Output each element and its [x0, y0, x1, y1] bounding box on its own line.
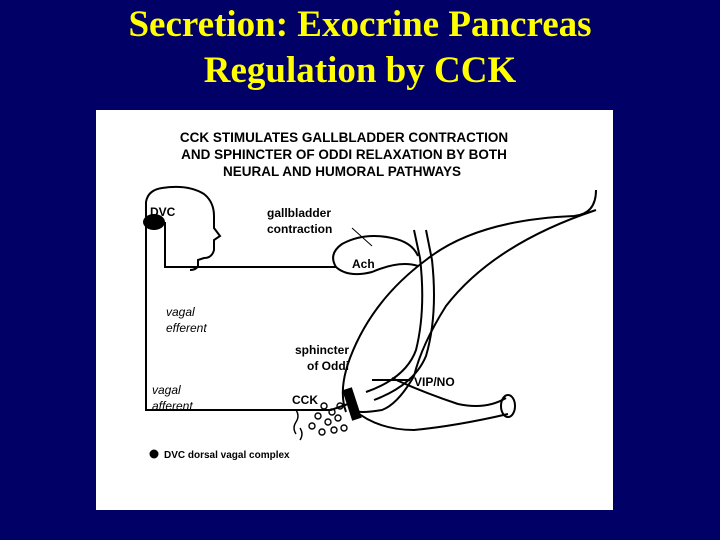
legend-text: DVC dorsal vagal complex — [164, 450, 290, 461]
vagal-efferent-label-2: efferent — [166, 321, 207, 335]
figure-header-line3: NEURAL AND HUMORAL PATHWAYS — [223, 164, 461, 179]
cck-squiggle — [294, 410, 302, 440]
figure-header-line1: CCK STIMULATES GALLBLADDER CONTRACTION — [180, 130, 508, 145]
diagram-svg: CCK STIMULATES GALLBLADDER CONTRACTION A… — [96, 110, 613, 510]
gallbladder-label-2: contraction — [267, 222, 332, 236]
figure-header-line2: AND SPHINCTER OF ODDI RELAXATION BY BOTH — [181, 147, 507, 162]
dvc-label: DVC — [150, 205, 176, 219]
cck-label: CCK — [292, 393, 318, 407]
slide-title-line1: Secretion: Exocrine Pancreas — [0, 4, 720, 46]
diagram-figure: CCK STIMULATES GALLBLADDER CONTRACTION A… — [96, 110, 613, 510]
gallbladder-shape — [333, 236, 418, 274]
cck-granules — [309, 403, 347, 435]
vagal-afferent-label-2: afferent — [152, 399, 193, 413]
sphincter-label-1: sphincter — [295, 343, 349, 357]
duodenum-outer — [343, 190, 596, 412]
duodenum-inner — [354, 210, 596, 412]
vagal-efferent-label-1: vagal — [166, 305, 195, 319]
sphincter-label-2: of Oddi — [307, 359, 349, 373]
duodenum-opening — [501, 395, 515, 417]
vip-no-label: VIP/NO — [414, 375, 455, 389]
slide-title-line2: Regulation by CCK — [0, 50, 720, 92]
gallbladder-label-1: gallbladder — [267, 206, 331, 220]
legend-dot — [150, 450, 159, 459]
ach-label: Ach — [352, 257, 375, 271]
vagal-afferent-label-1: vagal — [152, 383, 181, 397]
duodenum-lower-outer — [354, 410, 508, 430]
